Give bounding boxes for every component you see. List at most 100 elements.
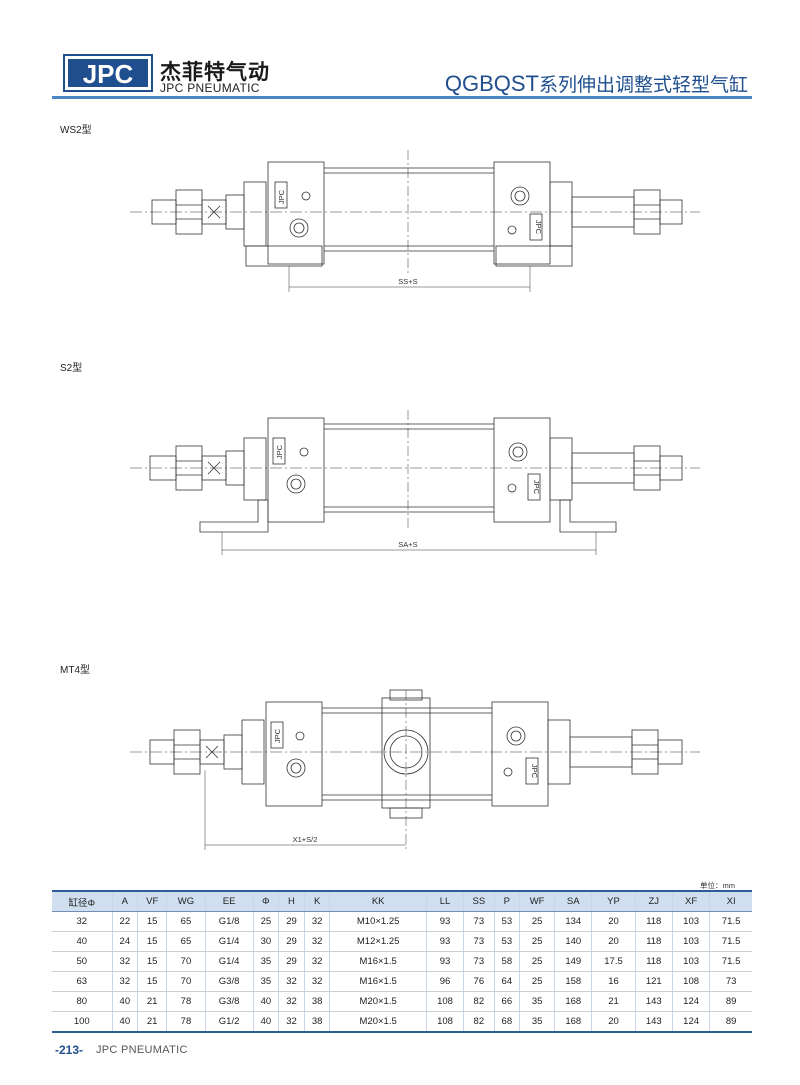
table-cell: 108 — [425, 991, 464, 1012]
table-cell: 93 — [425, 931, 464, 952]
table-cell: 66 — [493, 991, 520, 1012]
table-cell: 80 — [52, 991, 112, 1012]
nameplate-text: JPC — [275, 444, 284, 459]
table-cell: 35 — [519, 991, 555, 1012]
column-header: Φ — [252, 890, 279, 912]
footer-brand: JPC PNEUMATIC — [96, 1044, 188, 1056]
table-cell: 118 — [634, 911, 673, 932]
table-cell: 32 — [303, 931, 330, 952]
table-cell: 158 — [554, 971, 592, 992]
table-cell: 108 — [671, 971, 710, 992]
table-cell: 25 — [519, 971, 555, 992]
table-cell: 63 — [52, 971, 112, 992]
column-header: H — [278, 890, 305, 912]
table-cell: 76 — [463, 971, 494, 992]
column-header: WG — [166, 890, 206, 912]
table-cell: 32 — [278, 971, 305, 992]
table-cell: 32 — [111, 951, 138, 972]
table-cell: M20×1.5 — [329, 1011, 427, 1033]
table-cell: M10×1.25 — [329, 911, 427, 932]
table-cell: 25 — [252, 911, 279, 932]
table-cell: 134 — [554, 911, 592, 932]
column-header: 缸径Φ — [52, 890, 112, 912]
table-cell: 143 — [634, 1011, 673, 1033]
table-cell: 71.5 — [709, 931, 752, 952]
section-label-mt4: MT4型 — [60, 665, 90, 676]
column-header: WF — [519, 890, 555, 912]
table-cell: 16 — [591, 971, 636, 992]
table-cell: 35 — [519, 1011, 555, 1033]
table-cell: 35 — [252, 971, 279, 992]
table-cell: G1/4 — [204, 931, 254, 952]
table-cell: 70 — [166, 951, 206, 972]
table-cell: 168 — [554, 1011, 592, 1033]
table-cell: 103 — [671, 911, 710, 932]
table-cell: 143 — [634, 991, 673, 1012]
table-cell: 40 — [111, 1011, 138, 1033]
table-cell: 25 — [519, 931, 555, 952]
title-series: 系列伸出调整式轻型气缸 — [538, 74, 748, 96]
table-cell: 21 — [137, 991, 167, 1012]
table-cell: 40 — [52, 931, 112, 952]
table-cell: 15 — [137, 971, 167, 992]
column-header: SA — [554, 890, 592, 912]
drawing-mt4: JPC JPC X1+S/2 — [0, 685, 800, 855]
nameplate-text: JPC — [273, 728, 282, 743]
table-cell: 15 — [137, 951, 167, 972]
table-cell: 29 — [278, 911, 305, 932]
table-cell: 118 — [634, 951, 673, 972]
table-cell: 32 — [303, 951, 330, 972]
table-cell: 35 — [252, 951, 279, 972]
table-cell: 124 — [671, 991, 710, 1012]
table-cell: 82 — [463, 1011, 494, 1033]
table-cell: 21 — [137, 1011, 167, 1033]
table-cell: 100 — [52, 1011, 112, 1033]
brand-name-cn: 杰菲特气动 — [160, 60, 270, 84]
table-cell: 108 — [425, 1011, 464, 1033]
dim-label-ws2: SS+S — [398, 277, 417, 286]
table-cell: 32 — [111, 971, 138, 992]
table-cell: 82 — [463, 991, 494, 1012]
table-cell: 68 — [493, 1011, 520, 1033]
header-rule — [52, 96, 752, 99]
table-cell: 21 — [591, 991, 636, 1012]
table-cell: 50 — [52, 951, 112, 972]
dim-label-mt4: X1+S/2 — [293, 835, 318, 844]
table-cell: 78 — [166, 1011, 206, 1033]
table-cell: 40 — [111, 991, 138, 1012]
column-header: YP — [591, 890, 636, 912]
nameplate-text: JPC — [532, 480, 541, 495]
nameplate-text: JPC — [277, 189, 286, 204]
table-cell: 118 — [634, 931, 673, 952]
table-cell: 32 — [303, 971, 330, 992]
table-cell: 32 — [278, 1011, 305, 1033]
unit-note: 单位：mm — [700, 881, 735, 890]
table-cell: 30 — [252, 931, 279, 952]
column-header: XI — [709, 890, 752, 912]
title-code: QGBQST — [444, 71, 539, 96]
table-cell: 29 — [278, 931, 305, 952]
table-cell: 73 — [463, 931, 494, 952]
table-cell: 38 — [303, 991, 330, 1012]
table-cell: 24 — [111, 931, 138, 952]
table-cell: 140 — [554, 931, 592, 952]
column-header: ZJ — [634, 890, 673, 912]
table-cell: 93 — [425, 911, 464, 932]
table-cell: 78 — [166, 991, 206, 1012]
page-title: QGBQST系列伸出调整式轻型气缸 — [445, 70, 748, 97]
dim-label-s2: SA+S — [398, 540, 417, 549]
table-cell: 53 — [493, 911, 520, 932]
table-cell: 93 — [425, 951, 464, 972]
column-header: LL — [425, 890, 464, 912]
table-cell: 22 — [111, 911, 138, 932]
table-cell: 15 — [137, 931, 167, 952]
column-header: XF — [671, 890, 710, 912]
